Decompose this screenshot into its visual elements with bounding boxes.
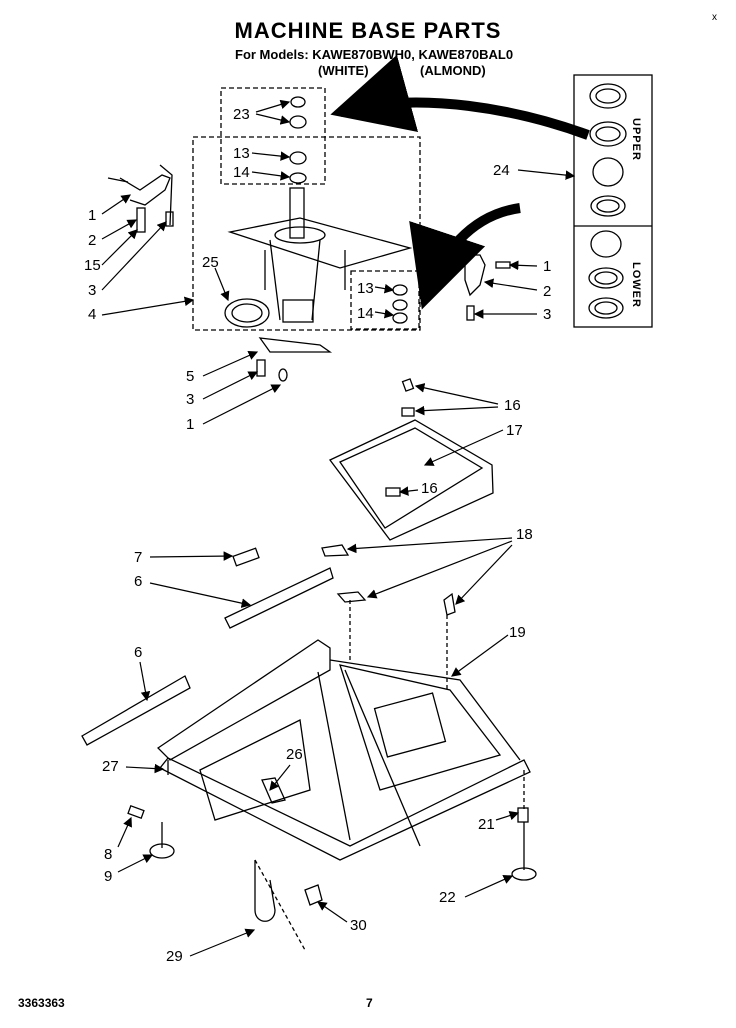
callout-3: 3 <box>88 282 97 299</box>
callout-17: 17 <box>506 422 523 439</box>
upper-hub-box <box>220 87 326 185</box>
transmission <box>227 187 413 323</box>
callout-1: 1 <box>88 207 97 224</box>
upper-label: UPPER <box>630 118 642 161</box>
callout-1-lower: 1 <box>186 416 195 433</box>
upper-curved-arrow <box>330 54 590 140</box>
callout-5: 5 <box>186 368 195 385</box>
lower-seals <box>588 230 624 319</box>
callout-13: 13 <box>233 145 250 162</box>
page-number: 7 <box>366 996 373 1010</box>
callout-7: 7 <box>134 549 143 566</box>
document-id: 3363363 <box>18 996 65 1010</box>
upper-seals <box>589 83 627 217</box>
callout-21: 21 <box>478 816 495 833</box>
callout-6: 6 <box>134 573 143 590</box>
callout-27: 27 <box>102 758 119 775</box>
callout-3-right: 3 <box>543 306 552 323</box>
hub-parts <box>289 96 307 184</box>
callout-6-lower: 6 <box>134 644 143 661</box>
callout-26: 26 <box>286 746 303 763</box>
lower-label: LOWER <box>630 262 642 308</box>
callout-29: 29 <box>166 948 183 965</box>
callout-16: 16 <box>504 397 521 414</box>
seal-inset-box <box>573 74 653 328</box>
inner-seals <box>392 284 408 324</box>
callout-23: 23 <box>233 106 250 123</box>
bracket-left <box>119 174 171 206</box>
callout-16-lower: 16 <box>421 480 438 497</box>
corner-mark: x <box>712 12 717 23</box>
bracket-5 <box>258 337 333 353</box>
lower-curved-arrow <box>409 203 521 310</box>
color-almond-label: (ALMOND) <box>420 63 486 78</box>
callout-25: 25 <box>202 254 219 271</box>
callout-18: 18 <box>516 526 533 543</box>
callout-14-inner: 14 <box>357 305 374 322</box>
callout-14: 14 <box>233 164 250 181</box>
callout-9: 9 <box>104 868 113 885</box>
callout-2-right: 2 <box>543 283 552 300</box>
callout-8: 8 <box>104 846 113 863</box>
callout-15: 15 <box>84 257 101 274</box>
base-frame <box>156 639 331 761</box>
callout-2: 2 <box>88 232 97 249</box>
model-numbers: For Models: KAWE870BWH0, KAWE870BAL0 <box>235 47 514 62</box>
page-title: MACHINE BASE PARTS <box>234 18 502 43</box>
callout-30: 30 <box>350 917 367 934</box>
callout-22: 22 <box>439 889 456 906</box>
callout-19: 19 <box>509 624 526 641</box>
seal-25 <box>224 298 270 328</box>
agitator-assembly-box <box>192 136 421 331</box>
callout-4: 4 <box>88 306 97 323</box>
callout-3-lower: 3 <box>186 391 195 408</box>
callout-1-right: 1 <box>543 258 552 275</box>
bracket-right <box>464 254 486 297</box>
top-frame-17 <box>329 419 494 541</box>
callout-24: 24 <box>493 162 510 179</box>
callout-13-inner: 13 <box>357 280 374 297</box>
